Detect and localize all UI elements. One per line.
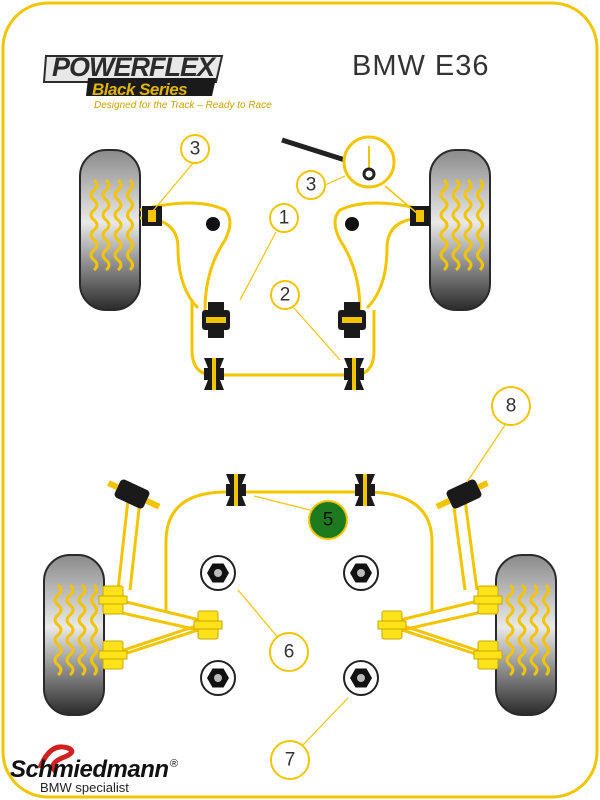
callout-3a-label: 3 [190,139,201,160]
rear-right-tyre [494,553,558,717]
callout-8: 8 [491,386,531,426]
front-right-tyre [428,148,492,312]
powerflex-logo [42,55,224,96]
schmiedmann-swoosh-icon [37,744,75,774]
front-right-control-arm [333,201,426,311]
callout-6: 6 [269,632,309,672]
rear-left-inner-bush [193,610,223,640]
dealer-name: Schmiedmann [10,756,169,783]
callout-2-label: 2 [280,285,291,306]
logo-line2: Black Series [92,80,188,99]
rear-right-upper-hub-bush [473,585,503,615]
registered-mark: ® [170,758,179,770]
callout-1-label: 1 [279,208,290,229]
rear-right-lower-hub-bush [473,640,503,670]
front-left-outer-bush [142,206,162,226]
rear-axle-diagram [42,474,558,717]
rear-left-lower-hub-bush [98,640,128,670]
subframe-mount-front-left [200,555,236,591]
subframe-mount-front-right [343,555,379,591]
callout-3a: 3 [180,134,210,164]
rear-right-droplink-bush [435,479,489,510]
dealer-subtitle: BMW specialist [40,780,129,795]
front-right-balljoint [345,217,359,231]
rear-right-arb-bush [355,474,375,506]
rear-anti-roll-bar [164,490,434,612]
rear-left-arb-bush [226,474,246,506]
callout-7: 7 [270,740,310,780]
front-left-tyre [78,148,142,312]
detail-pointer [281,137,346,163]
callout-8-label: 8 [506,396,517,417]
rear-right-inner-bush [377,610,407,640]
front-anti-roll-bar [190,300,376,377]
callout-7-label: 7 [285,750,296,771]
model-title: BMW E36 [352,50,490,82]
callout-3b: 3 [296,170,326,200]
subframe-mount-rear-left [200,660,236,696]
logo-tagline: Designed for the Track – Ready to Race [94,100,272,111]
callout-5: 5 [308,500,348,540]
front-right-wishbone-bush [338,302,366,338]
callout-5-label: 5 [323,510,334,531]
rear-left-droplink-bush [107,479,161,510]
front-left-balljoint [206,217,220,231]
subframe-mount-rear-right [343,660,379,696]
callout-3b-label: 3 [306,175,317,196]
front-left-arb-bush [204,358,224,390]
callout-6-label: 6 [284,642,295,663]
logo-line1: POWERFLEX [52,52,215,82]
callout-leaders [151,161,506,749]
front-axle-diagram [78,135,492,390]
front-right-arb-bush [344,358,364,390]
rear-left-upper-hub-bush [98,585,128,615]
rear-left-tyre [42,553,106,717]
callout-2: 2 [270,280,300,310]
front-left-control-arm [139,201,232,311]
callout-1: 1 [269,203,299,233]
